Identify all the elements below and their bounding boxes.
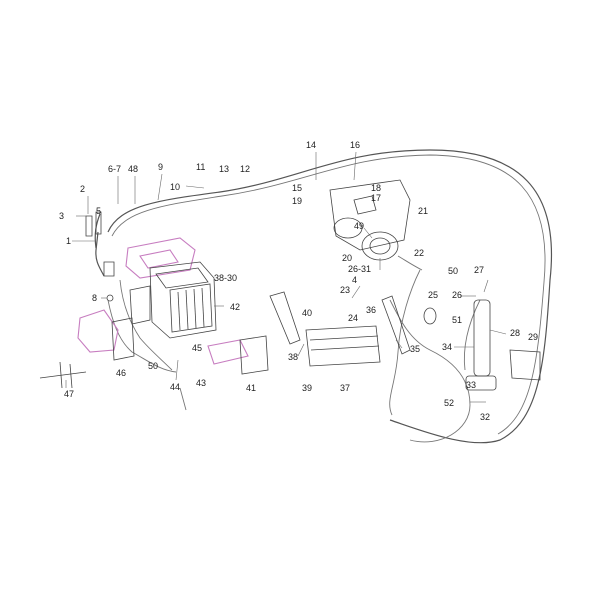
label-4: 4 (352, 275, 357, 285)
label-1: 1 (66, 236, 71, 246)
hvac-unit (111, 261, 269, 375)
label-49: 49 (354, 221, 364, 231)
label-33: 33 (466, 380, 476, 390)
label-43: 43 (196, 378, 206, 388)
label-45: 45 (192, 343, 202, 353)
label-22: 22 (414, 248, 424, 258)
label-15: 15 (292, 183, 302, 193)
label-44: 44 (170, 382, 180, 392)
label-50-right: 50 (448, 266, 458, 276)
left-fittings (85, 211, 115, 302)
label-6-7: 6-7 (108, 164, 121, 174)
label-28: 28 (510, 328, 520, 338)
label-26: 26 (452, 290, 462, 300)
label-9: 9 (158, 162, 163, 172)
label-11: 11 (196, 162, 205, 172)
bracket-47 (39, 361, 87, 389)
part-labels: 1 2 3 5 6-7 48 9 11 13 12 10 8 14 16 15 … (59, 140, 538, 422)
label-38-30: 38-30 (214, 273, 237, 283)
label-50-left: 50 (148, 361, 158, 371)
label-16: 16 (350, 140, 360, 150)
label-42: 42 (230, 302, 240, 312)
label-2: 2 (80, 184, 85, 194)
label-52: 52 (444, 398, 454, 408)
leader-lines (65, 151, 507, 403)
label-35: 35 (410, 344, 420, 354)
label-29: 29 (528, 332, 538, 342)
label-25: 25 (428, 290, 438, 300)
label-5: 5 (96, 206, 101, 216)
label-27: 27 (474, 265, 484, 275)
condenser (269, 291, 411, 367)
label-23: 23 (340, 285, 350, 295)
pink-insulation-parts (77, 237, 249, 365)
label-37: 37 (340, 383, 350, 393)
label-48: 48 (128, 164, 138, 174)
label-40: 40 (302, 308, 312, 318)
label-21: 21 (418, 206, 428, 216)
label-18: 18 (371, 183, 381, 193)
label-8: 8 (92, 293, 97, 303)
label-3: 3 (59, 211, 64, 221)
label-26-31: 26-31 (348, 264, 371, 274)
label-10: 10 (170, 182, 180, 192)
label-14: 14 (306, 140, 316, 150)
pipe-routing (94, 149, 553, 444)
label-32: 32 (480, 412, 490, 422)
label-12: 12 (240, 164, 250, 174)
label-20: 20 (342, 253, 352, 263)
label-36: 36 (366, 305, 376, 315)
label-39: 39 (302, 383, 312, 393)
label-34: 34 (442, 342, 452, 352)
label-24: 24 (348, 313, 358, 323)
label-41: 41 (246, 383, 256, 393)
label-38-lower: 38 (288, 352, 298, 362)
label-13: 13 (219, 164, 229, 174)
label-17: 17 (371, 193, 381, 203)
label-47: 47 (64, 389, 74, 399)
label-19: 19 (292, 196, 302, 206)
label-51: 51 (452, 315, 462, 325)
receiver-drier (423, 299, 541, 391)
label-46: 46 (116, 368, 126, 378)
